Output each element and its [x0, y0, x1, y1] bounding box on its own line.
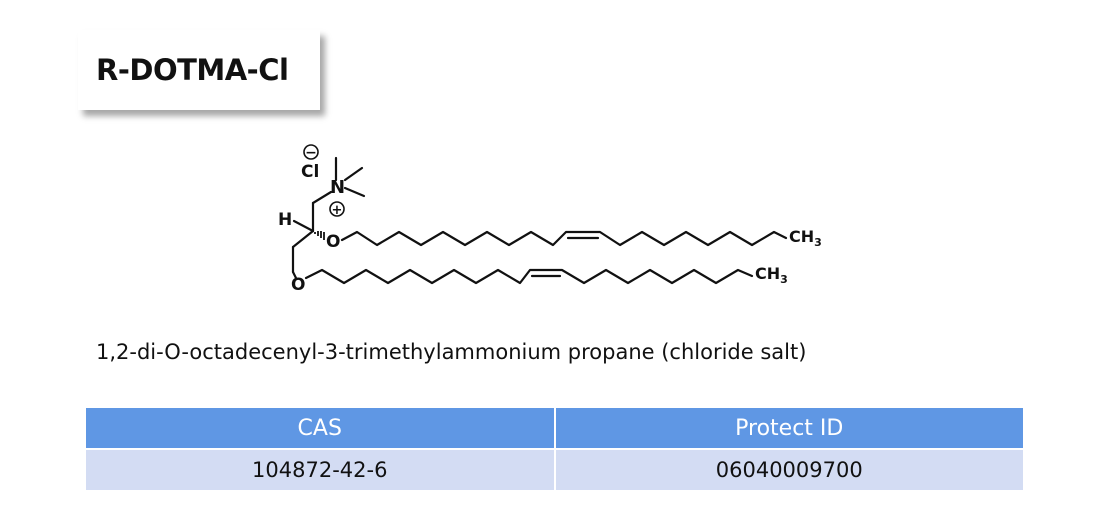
methyl-lower-label: CH3: [755, 264, 788, 286]
upper-alkyl-chain: [340, 230, 788, 247]
table-header-row: CAS Protect ID: [86, 408, 1023, 449]
lower-alkyl-chain: [304, 268, 754, 285]
protect-id-value: 06040009700: [553, 448, 1023, 490]
oxygen-lower-label: O: [291, 275, 305, 295]
table-row: 104872-42-6 06040009700: [86, 448, 1023, 490]
cation-charge-sign: +: [332, 203, 343, 218]
cas-value: 104872-42-6: [86, 448, 555, 490]
hashed-wedge-bond: [314, 231, 325, 240]
header-protect-id: Protect ID: [553, 408, 1023, 449]
cation-charge-circle: [329, 201, 345, 217]
methyl-bond-right-up: [343, 166, 364, 182]
nitrogen-label: N: [330, 177, 345, 198]
hydrogen-label: H: [278, 210, 292, 230]
chiral-ch2-bond: [291, 229, 315, 249]
page-title: R-DOTMA-Cl: [96, 53, 289, 87]
title-card: R-DOTMA-Cl: [78, 30, 320, 110]
chiral-h-bond: [292, 219, 315, 233]
chloride-label: Cl: [301, 162, 319, 182]
header-cas: CAS: [86, 408, 555, 449]
n-ch2-bond: [311, 190, 333, 205]
methyl-bond-right-down: [343, 186, 366, 198]
oxygen-upper-label: O: [326, 232, 340, 252]
lower-o-bond: [291, 270, 298, 280]
anion-charge-circle: [303, 144, 319, 160]
anion-charge-sign: −: [305, 145, 317, 161]
compound-name: 1,2-di-O-octadecenyl-3-trimethylammonium…: [96, 340, 807, 364]
info-table: CAS Protect ID 104872-42-6 06040009700: [86, 408, 1023, 490]
methyl-upper-label: CH3: [789, 227, 822, 249]
